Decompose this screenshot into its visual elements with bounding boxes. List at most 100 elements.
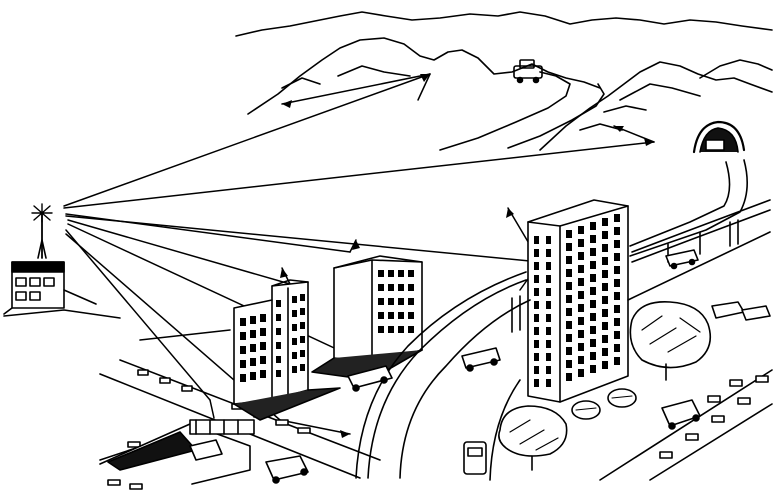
car (266, 456, 308, 483)
window (602, 218, 608, 226)
window (578, 239, 584, 247)
car (464, 442, 486, 474)
window (590, 300, 596, 308)
window (578, 226, 584, 234)
mountain-road (440, 72, 604, 150)
window (590, 235, 596, 243)
window (566, 373, 572, 381)
window (566, 321, 572, 329)
window (546, 275, 551, 283)
car (666, 250, 698, 269)
window (546, 288, 551, 296)
window (546, 314, 551, 322)
window (602, 270, 608, 278)
window (590, 287, 596, 295)
window (546, 353, 551, 361)
window (614, 305, 620, 313)
window (578, 343, 584, 351)
window (566, 269, 572, 277)
mountain-vehicle (514, 60, 542, 83)
window (566, 334, 572, 342)
tunnel (694, 122, 744, 152)
window (566, 230, 572, 238)
window (566, 295, 572, 303)
window (534, 366, 539, 374)
window (566, 243, 572, 251)
window (590, 261, 596, 269)
window (590, 365, 596, 373)
building-tall (528, 200, 628, 402)
window (534, 314, 539, 322)
window (590, 222, 596, 230)
window (566, 282, 572, 290)
car (462, 348, 500, 371)
window (578, 304, 584, 312)
window (602, 296, 608, 304)
window (546, 236, 551, 244)
car (662, 400, 700, 429)
window (614, 240, 620, 248)
window (546, 379, 551, 387)
window (590, 326, 596, 334)
window (534, 262, 539, 270)
window (614, 253, 620, 261)
window (546, 340, 551, 348)
tree-large (630, 302, 710, 380)
window (534, 327, 539, 335)
tree-bottom (499, 406, 567, 470)
window (590, 352, 596, 360)
window (614, 279, 620, 287)
window (614, 344, 620, 352)
window (546, 262, 551, 270)
window (590, 339, 596, 347)
building-middle (312, 256, 422, 380)
window (602, 244, 608, 252)
car (712, 302, 770, 320)
window (578, 356, 584, 364)
window (590, 248, 596, 256)
window (546, 366, 551, 374)
window (534, 301, 539, 309)
window (602, 335, 608, 343)
window (566, 360, 572, 368)
elevated-road (630, 160, 770, 262)
window (590, 274, 596, 282)
transmitter-station (4, 204, 120, 318)
mountain-range (236, 12, 772, 150)
window (602, 322, 608, 330)
window (578, 330, 584, 338)
window (566, 308, 572, 316)
window (534, 275, 539, 283)
window (534, 288, 539, 296)
window (578, 252, 584, 260)
window (614, 227, 620, 235)
window (614, 357, 620, 365)
window (602, 231, 608, 239)
window (534, 379, 539, 387)
window (534, 249, 539, 257)
window (546, 301, 551, 309)
window (614, 292, 620, 300)
window (566, 256, 572, 264)
window (578, 278, 584, 286)
window (614, 331, 620, 339)
building-left (234, 280, 340, 420)
window (614, 214, 620, 222)
window (578, 265, 584, 273)
window (578, 291, 584, 299)
window (534, 353, 539, 361)
window (590, 313, 596, 321)
window (578, 369, 584, 377)
window (602, 257, 608, 265)
window (546, 327, 551, 335)
window (602, 283, 608, 291)
window (602, 309, 608, 317)
window (578, 317, 584, 325)
window (534, 236, 539, 244)
window (602, 348, 608, 356)
window (534, 340, 539, 348)
window (614, 266, 620, 274)
window (614, 318, 620, 326)
window (546, 249, 551, 257)
